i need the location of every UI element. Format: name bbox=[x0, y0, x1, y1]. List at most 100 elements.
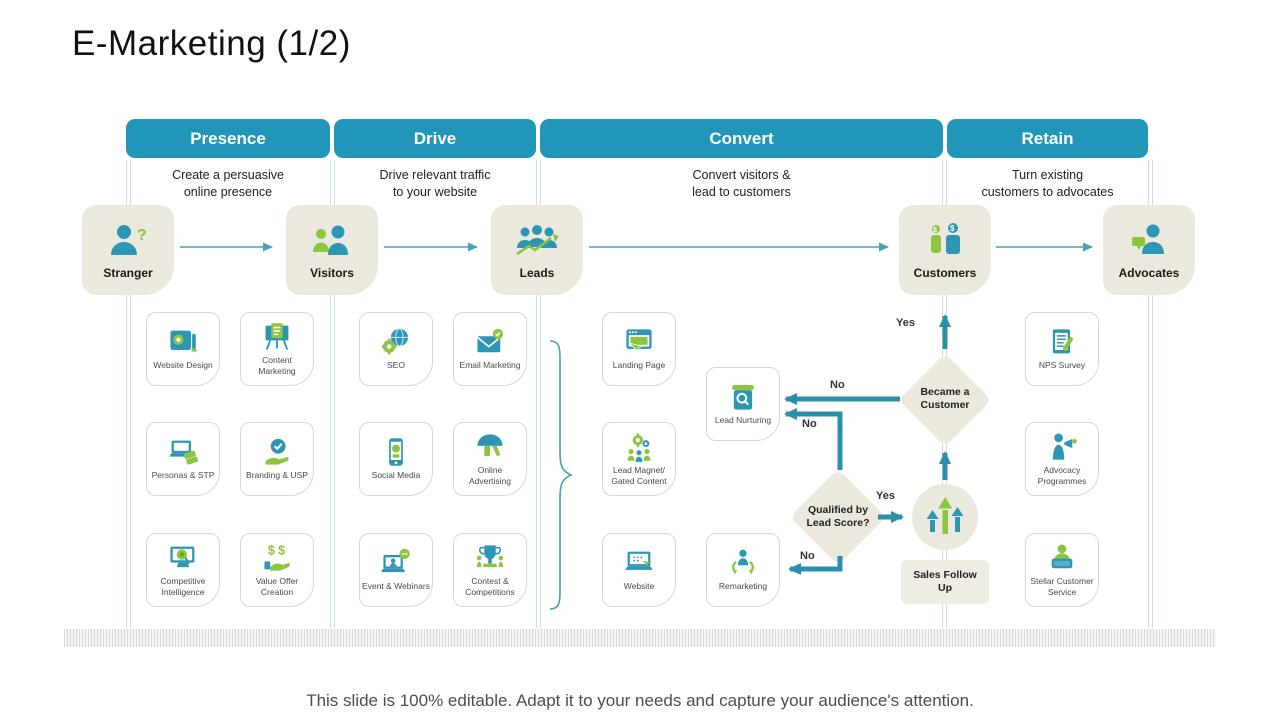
stage-header-retain: Retain bbox=[947, 119, 1148, 158]
decision-qualified-label: Qualified by Lead Score? bbox=[806, 504, 870, 530]
column-divider bbox=[330, 160, 335, 628]
funnel-stage-leads: Leads bbox=[491, 205, 583, 295]
stage-desc-drive: Drive relevant traffic to your website bbox=[379, 168, 491, 199]
toolkit-box-label: Online Advertising bbox=[468, 465, 512, 486]
toolkit-box-event-webinars: Event & Webinars bbox=[359, 533, 433, 607]
online-advertising-icon bbox=[477, 434, 503, 457]
toolkit-box-lead-nurturing: Lead Nurturing bbox=[706, 367, 780, 441]
flow-label-no-mid: No bbox=[802, 418, 817, 430]
toolkit-box-content-marketing: Content Marketing bbox=[240, 312, 314, 386]
toolkit-box-label: Website Design bbox=[153, 360, 213, 371]
toolkit-box-website: Website bbox=[602, 533, 676, 607]
svg-text:$: $ bbox=[278, 544, 285, 558]
stage-desc-presence: Create a persuasive online presence bbox=[172, 168, 284, 199]
toolkit-box-advocacy-programmes: Advocacy Programmes bbox=[1025, 422, 1099, 496]
column-divider bbox=[1148, 160, 1153, 628]
sales-follow-up-node: Sales Follow Up bbox=[901, 560, 989, 604]
growth-circle-node bbox=[912, 484, 978, 550]
event-webinars-icon bbox=[381, 549, 410, 573]
content-marketing-icon bbox=[265, 323, 289, 351]
customer-service-icon bbox=[1051, 544, 1073, 569]
svg-text:$: $ bbox=[950, 224, 955, 233]
stranger-question-icon: ? bbox=[111, 224, 147, 255]
visitors-group-icon bbox=[313, 225, 348, 255]
nps-survey-icon bbox=[1052, 329, 1074, 354]
stage-header-presence: Presence bbox=[126, 119, 330, 158]
customers-value-icon: $ $ bbox=[931, 222, 960, 254]
toolkit-box-label: Branding & USP bbox=[246, 470, 308, 481]
bottom-stripe-band bbox=[64, 629, 1216, 647]
leads-growth-icon bbox=[516, 224, 559, 255]
toolkit-box-lead-magnet: Lead Magnet/ Gated Content bbox=[602, 422, 676, 496]
toolkit-box-website-design: Website Design bbox=[146, 312, 220, 386]
toolkit-box-competitive-intelligence: Competitive Intelligence bbox=[146, 533, 220, 607]
funnel-stage-label: Leads bbox=[519, 265, 555, 280]
svg-text:$: $ bbox=[933, 227, 937, 234]
toolkit-box-label: Value Offer Creation bbox=[255, 576, 299, 597]
toolkit-box-label: Contest & Competitions bbox=[465, 576, 515, 597]
flow-label-yes-mid: Yes bbox=[876, 490, 895, 502]
funnel-stage-label: Visitors bbox=[310, 265, 354, 280]
toolkit-box-label: Lead Nurturing bbox=[714, 415, 772, 426]
website-icon bbox=[625, 551, 653, 571]
toolkit-box-label: Social Media bbox=[371, 470, 421, 481]
website-design-icon bbox=[170, 330, 197, 353]
funnel-stage-label: Customers bbox=[913, 265, 977, 280]
competitive-intelligence-icon bbox=[170, 546, 195, 568]
advocacy-programmes-icon bbox=[1052, 433, 1077, 460]
email-marketing-icon bbox=[476, 329, 504, 353]
seo-icon bbox=[381, 328, 408, 355]
toolkit-box-contest-competitions: Contest & Competitions bbox=[453, 533, 527, 607]
branding-usp-icon bbox=[265, 439, 289, 465]
flow-label-no-top: No bbox=[830, 379, 845, 391]
stage-header-convert: Convert bbox=[540, 119, 943, 158]
decision-became-customer-label: Became a Customer bbox=[920, 386, 970, 412]
growth-arrows-icon bbox=[926, 497, 964, 534]
funnel-stage-label: Advocates bbox=[1118, 265, 1180, 280]
toolkit-box-personas-stp: Personas & STP bbox=[146, 422, 220, 496]
funnel-stage-label: Stranger bbox=[103, 265, 153, 280]
toolkit-box-label: Advocacy Programmes bbox=[1037, 465, 1087, 486]
toolkit-box-label: Email Marketing bbox=[459, 360, 521, 371]
toolkit-box-social-media: Social Media bbox=[359, 422, 433, 496]
stage-desc-convert: Convert visitors & lead to customers bbox=[692, 168, 791, 199]
toolkit-box-label: Website bbox=[623, 581, 655, 592]
toolkit-box-label: Event & Webinars bbox=[362, 581, 430, 592]
toolkit-box-customer-service: Stellar Customer Service bbox=[1025, 533, 1099, 607]
svg-text:?: ? bbox=[137, 227, 147, 244]
toolkit-box-label: Personas & STP bbox=[151, 470, 215, 481]
toolkit-box-remarketing: Remarketing bbox=[706, 533, 780, 607]
toolkit-box-label: Remarketing bbox=[718, 581, 768, 592]
toolkit-box-label: Competitive Intelligence bbox=[160, 576, 206, 597]
toolkit-box-nps-survey: NPS Survey bbox=[1025, 312, 1099, 386]
drive-group-brace bbox=[549, 340, 573, 610]
lead-nurturing-icon bbox=[732, 385, 754, 410]
toolkit-box-seo: SEO bbox=[359, 312, 433, 386]
svg-text:$: $ bbox=[268, 544, 275, 558]
toolkit-box-label: Lead Magnet/ Gated Content bbox=[611, 465, 667, 486]
toolkit-box-label: Landing Page bbox=[612, 360, 666, 371]
stage-header-drive: Drive bbox=[334, 119, 536, 158]
flow-label-yes-top: Yes bbox=[896, 317, 915, 329]
remarketing-icon bbox=[732, 550, 754, 575]
slide-title: E-Marketing (1/2) bbox=[72, 24, 351, 63]
toolkit-box-branding-usp: Branding & USP bbox=[240, 422, 314, 496]
funnel-stage-customers: $ $ Customers bbox=[899, 205, 991, 295]
stage-desc-retain: Turn existing customers to advocates bbox=[981, 168, 1114, 199]
social-media-icon bbox=[389, 438, 403, 467]
toolkit-box-label: Stellar Customer Service bbox=[1030, 576, 1094, 597]
toolkit-box-label: Content Marketing bbox=[258, 355, 296, 376]
toolkit-box-label: NPS Survey bbox=[1038, 360, 1086, 371]
advocate-testimonial-icon bbox=[1132, 224, 1164, 254]
column-divider bbox=[126, 160, 131, 628]
landing-page-icon bbox=[626, 329, 652, 353]
funnel-stage-stranger: ? Stranger bbox=[82, 205, 174, 295]
column-divider bbox=[536, 160, 541, 628]
toolkit-box-landing-page: Landing Page bbox=[602, 312, 676, 386]
footer-note: This slide is 100% editable. Adapt it to… bbox=[306, 691, 974, 710]
funnel-stage-visitors: Visitors bbox=[286, 205, 378, 295]
contest-competitions-icon bbox=[476, 545, 504, 568]
toolkit-box-label: SEO bbox=[387, 360, 405, 371]
toolkit-box-value-offer: $ $ Value Offer Creation bbox=[240, 533, 314, 607]
